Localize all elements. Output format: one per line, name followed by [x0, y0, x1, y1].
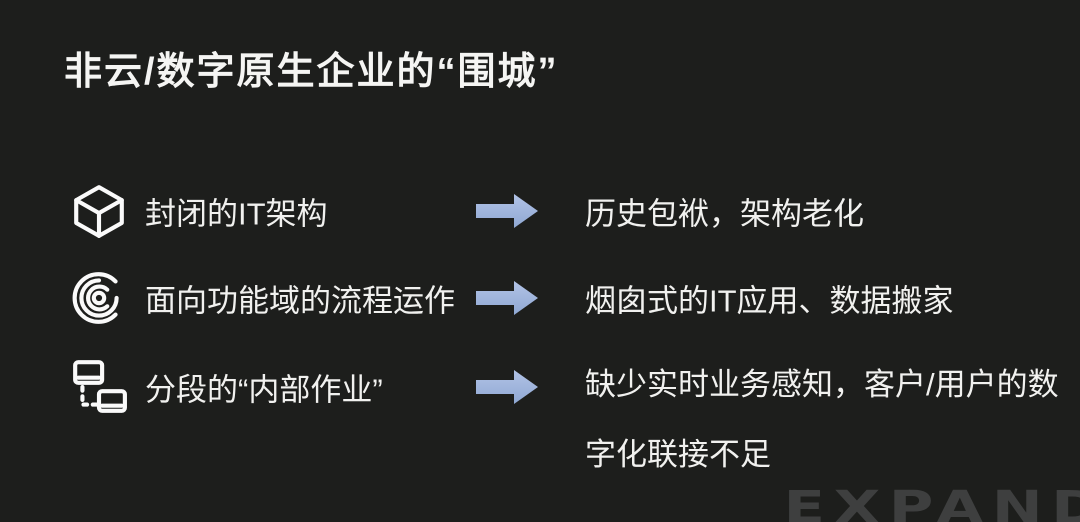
row-segmented-internal-work: 分段的“内部作业” 缺少实时业务感知，客户/用户的数字化联接不足 [0, 355, 1080, 472]
page-title: 非云/数字原生企业的“围城” [64, 51, 559, 93]
row-label: 面向功能域的流程运作 [145, 283, 455, 319]
row-label: 分段的“内部作业” [145, 372, 383, 408]
row-functional-process: 面向功能域的流程运作 烟囱式的IT应用、数据搬家 [0, 266, 1080, 330]
arrow-right-icon [476, 194, 538, 228]
row-result: 缺少实时业务感知，客户/用户的数字化联接不足 [585, 367, 1059, 472]
arrow-right-icon [476, 370, 538, 404]
linked-nodes-icon [70, 358, 128, 416]
row-label: 封闭的IT架构 [145, 196, 328, 232]
expand-watermark-logo: EXPAND [783, 480, 1080, 522]
row-closed-it-architecture: 封闭的IT架构 历史包袱，架构老化 [0, 179, 1080, 243]
row-result: 烟囱式的IT应用、数据搬家 [585, 283, 954, 319]
row-result: 历史包袱，架构老化 [585, 196, 864, 232]
arrow-right-icon [476, 281, 538, 315]
spiral-icon [70, 269, 128, 327]
cube-icon [70, 182, 128, 240]
